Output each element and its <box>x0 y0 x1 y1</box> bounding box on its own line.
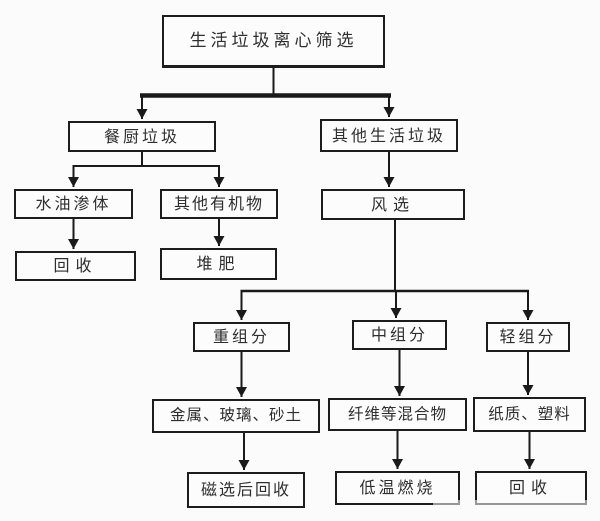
node-kitchen-waste: 餐厨垃圾 <box>68 121 216 152</box>
node-recycle-left: 回收 <box>15 251 136 281</box>
node-recycle-right: 回收 <box>475 471 587 505</box>
node-fiber-mixture: 纤维等混合物 <box>328 398 467 431</box>
node-other-household-waste: 其他生活垃圾 <box>320 119 458 152</box>
node-compost: 堆肥 <box>160 248 277 280</box>
node-light-fraction: 轻组分 <box>486 322 570 352</box>
node-magnetic-recycle: 磁选后回收 <box>187 472 305 508</box>
node-air-classification: 风选 <box>321 189 465 220</box>
node-paper-plastic: 纸质、塑料 <box>473 397 586 432</box>
node-other-organics: 其他有机物 <box>160 189 278 219</box>
node-root: 生活垃圾离心筛选 <box>162 15 385 68</box>
node-heavy-fraction: 重组分 <box>193 322 290 352</box>
node-low-temp-combustion: 低温燃烧 <box>335 471 460 505</box>
edges <box>68 68 535 470</box>
node-middle-fraction: 中组分 <box>352 320 447 350</box>
node-metal-glass-sand: 金属、玻璃、砂土 <box>152 399 320 433</box>
node-water-oil-seepage: 水油渗体 <box>14 189 133 219</box>
